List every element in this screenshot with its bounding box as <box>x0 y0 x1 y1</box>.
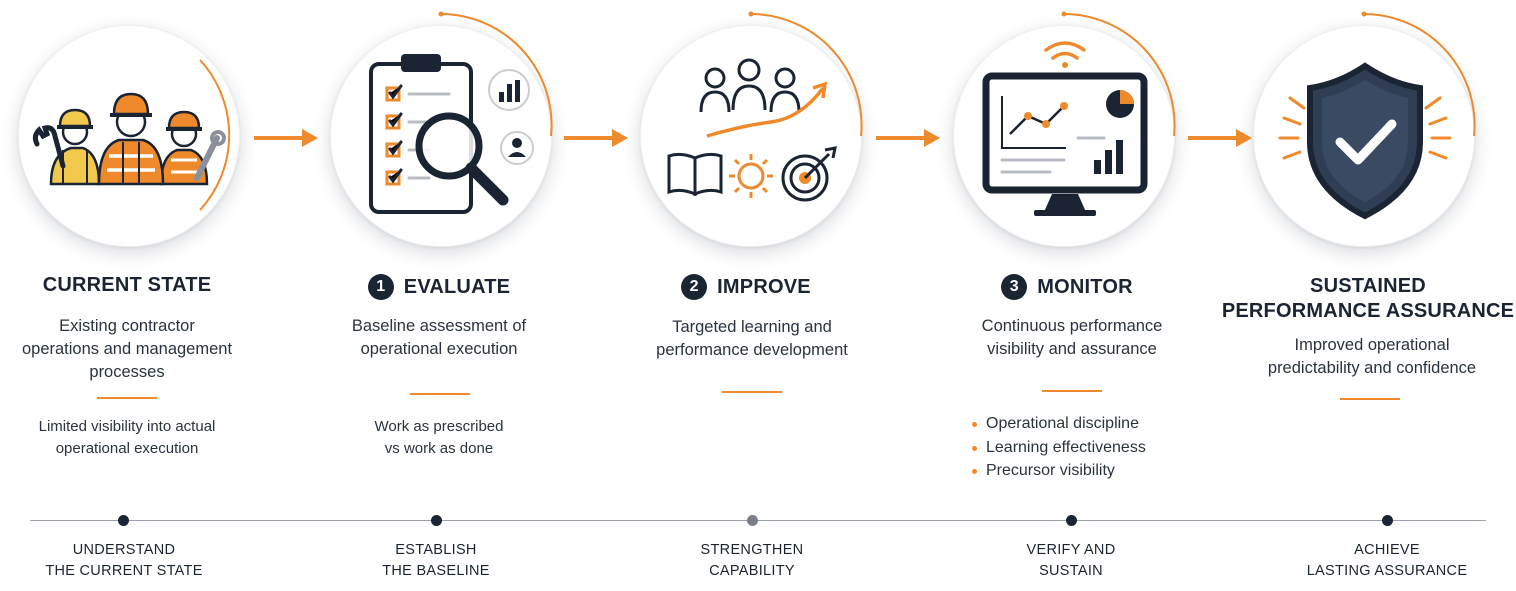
separator-sustained <box>1340 398 1400 400</box>
stage-circle-improve <box>640 25 862 247</box>
flow-arrow-4 <box>1188 129 1252 147</box>
stage-title-monitor: 3 MONITOR <box>940 274 1194 300</box>
timeline-label-verify: VERIFY AND SUSTAIN <box>1026 542 1116 579</box>
stage-note-current-state: Limited visibility into actual operation… <box>38 418 216 457</box>
stage-title-sustained: SUSTAINED PERFORMANCE ASSURANCE <box>1220 274 1516 324</box>
flow-arrow-2 <box>564 129 628 147</box>
stage-title-improve: 2 IMPROVE <box>608 274 884 300</box>
stage-title-evaluate: 1 EVALUATE <box>312 274 566 300</box>
stage-title-line: PERFORMANCE ASSURANCE <box>1221 300 1515 322</box>
timeline-dot-3 <box>747 515 758 526</box>
timeline-label-understand: UNDERSTAND THE CURRENT STATE <box>45 542 203 579</box>
stage-circle-monitor <box>953 25 1175 247</box>
separator-monitor <box>1042 390 1102 392</box>
stage-circle-current-state <box>18 25 240 247</box>
timeline-dot-2 <box>431 515 442 526</box>
monitor-dashboard-icon <box>982 41 1148 216</box>
list-item: Operational discipline <box>970 412 1200 436</box>
timeline-line <box>30 520 1486 521</box>
timeline-dot-4 <box>1066 515 1077 526</box>
stage-description-evaluate: Baseline assessment of operational execu… <box>351 317 527 358</box>
stage-title-text: MONITOR <box>1037 275 1133 298</box>
step-number-badge: 2 <box>681 274 708 300</box>
separator-evaluate <box>410 393 470 395</box>
stage-title-line: SUSTAINED <box>1310 275 1426 297</box>
timeline-label-strengthen: STRENGTHEN CAPABILITY <box>700 542 804 579</box>
stage-circle-evaluate <box>330 25 552 247</box>
separator-current-state <box>97 397 157 399</box>
construction-workers-icon <box>32 92 226 186</box>
stage-description-improve: Targeted learning and performance develo… <box>656 318 848 359</box>
stage-title-current-state: CURRENT STATE <box>0 274 254 297</box>
timeline-label-achieve: ACHIEVE LASTING ASSURANCE <box>1306 542 1468 579</box>
stage-circle-sustained <box>1253 25 1475 247</box>
step-number-badge: 1 <box>367 274 394 300</box>
list-item: Learning effectiveness <box>970 436 1200 460</box>
stage-description-current-state: Existing contractor operations and manag… <box>21 317 233 381</box>
separator-improve <box>722 391 782 393</box>
stage-title-text: CURRENT STATE <box>42 274 212 296</box>
monitor-bullet-list: Operational discipline Learning effectiv… <box>970 412 1200 483</box>
flow-arrow-3 <box>876 129 940 147</box>
timeline-label-establish: ESTABLISH THE BASELINE <box>382 542 490 579</box>
team-growth-icon <box>667 58 837 202</box>
clipboard-magnifier-icon <box>369 54 534 214</box>
stage-description-sustained: Improved operational predictability and … <box>1267 336 1477 377</box>
list-item: Precursor visibility <box>970 459 1200 483</box>
timeline-dot-1 <box>118 515 129 526</box>
stage-title-text: EVALUATE <box>403 275 511 298</box>
stage-title-text: IMPROVE <box>717 275 811 298</box>
step-number-badge: 3 <box>1001 274 1028 300</box>
shield-check-icon <box>1278 62 1452 220</box>
flow-arrow-1 <box>254 129 318 147</box>
timeline-dot-5 <box>1382 515 1393 526</box>
stage-description-monitor: Continuous performance visibility and as… <box>981 317 1163 358</box>
stage-note-evaluate: Work as prescribed vs work as done <box>374 418 504 457</box>
